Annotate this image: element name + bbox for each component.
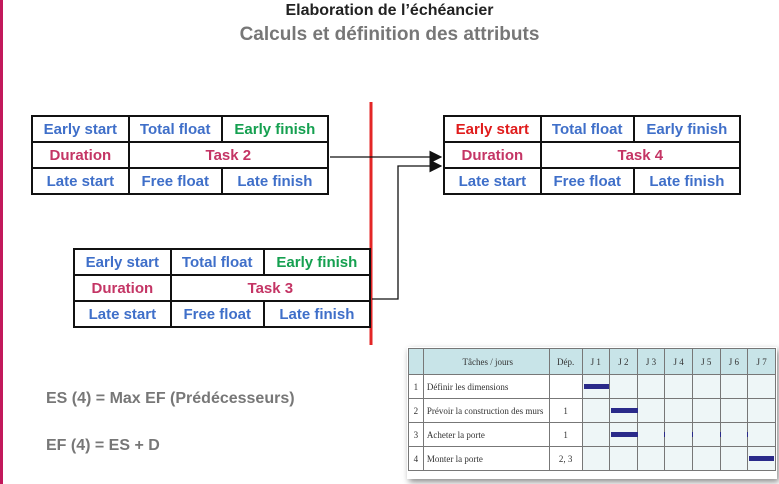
task2-free-float: Free float bbox=[127, 167, 223, 195]
gantt-row-task: Acheter la porte bbox=[422, 422, 550, 447]
gantt-day-cell bbox=[609, 446, 638, 471]
gantt-day-cell bbox=[747, 398, 776, 423]
task2-late-finish: Late finish bbox=[220, 167, 330, 195]
gantt-header-day-2: J 2 bbox=[609, 348, 638, 375]
task4-early-start: Early start bbox=[443, 115, 542, 143]
task2-late-start: Late start bbox=[31, 167, 130, 195]
gantt-header-day-3: J 3 bbox=[636, 348, 666, 375]
gantt-day-cell bbox=[664, 422, 693, 447]
task3-node: Early start Total float Early finish Dur… bbox=[73, 248, 372, 328]
task3-free-float: Free float bbox=[169, 300, 265, 328]
gantt-row-num: 1 bbox=[408, 374, 424, 399]
gantt-header-day-5: J 5 bbox=[692, 348, 721, 375]
gantt-header-day-4: J 4 bbox=[664, 348, 693, 375]
gantt-row-num: 3 bbox=[408, 422, 424, 447]
gantt-day-cell bbox=[692, 398, 721, 423]
gantt-day-cell bbox=[636, 374, 666, 399]
formula-early-finish: EF (4) = ES + D bbox=[46, 437, 160, 454]
gantt-day-cell bbox=[719, 374, 749, 399]
task4-late-start: Late start bbox=[443, 167, 542, 195]
gantt-table: Tâches / jours Dép. J 1 J 2 J 3 J 4 J 5 … bbox=[408, 348, 776, 471]
gantt-header-row: Tâches / jours Dép. J 1 J 2 J 3 J 4 J 5 … bbox=[408, 348, 776, 375]
gantt-day-cell bbox=[636, 422, 666, 447]
task4-free-float: Free float bbox=[539, 167, 635, 195]
gantt-row-dep: 1 bbox=[548, 398, 583, 423]
page-title: Elaboration de l’échéancier bbox=[285, 2, 494, 19]
arrow-task3-to-task4 bbox=[372, 159, 443, 300]
task4-duration: Duration bbox=[443, 141, 542, 169]
gantt-bar bbox=[583, 384, 609, 389]
gantt-day-cell bbox=[747, 374, 776, 399]
gantt-day-cell bbox=[692, 374, 721, 399]
gantt-day-cell bbox=[692, 422, 721, 447]
task4-name: Task 4 bbox=[539, 141, 742, 169]
gantt-day-cell bbox=[692, 446, 721, 471]
task3-duration: Duration bbox=[73, 274, 172, 302]
task3-late-finish: Late finish bbox=[262, 300, 372, 328]
task3-late-start: Late start bbox=[73, 300, 172, 328]
gantt-day-cell bbox=[581, 446, 611, 471]
formula-early-start: ES (4) = Max EF (Prédécesseurs) bbox=[46, 390, 295, 407]
task2-duration: Duration bbox=[31, 141, 130, 169]
gantt-row-num: 4 bbox=[408, 446, 424, 471]
gantt-day-cell bbox=[719, 422, 749, 447]
gantt-row-dep: 2, 3 bbox=[548, 446, 583, 471]
gantt-header-dep: Dép. bbox=[548, 348, 583, 375]
gantt-day-cell bbox=[609, 374, 638, 399]
task2-total-float: Total float bbox=[127, 115, 223, 143]
gantt-day-cell bbox=[719, 398, 749, 423]
gantt-day-cell bbox=[581, 374, 611, 399]
gantt-header-task: Tâches / jours bbox=[422, 348, 550, 375]
task4-early-finish: Early finish bbox=[632, 115, 742, 143]
gantt-day-cell bbox=[664, 374, 693, 399]
gantt-row-task: Prévoir la construction des murs bbox=[422, 398, 550, 423]
left-accent-strip bbox=[0, 0, 3, 484]
gantt-day-cell bbox=[636, 398, 666, 423]
gantt-bar bbox=[749, 456, 775, 461]
page-subtitle: Calculs et définition des attributs bbox=[239, 24, 540, 45]
gantt-day-cell bbox=[664, 398, 693, 423]
gantt-chart: Tâches / jours Dép. J 1 J 2 J 3 J 4 J 5 … bbox=[407, 347, 777, 479]
gantt-header-day-7: J 7 bbox=[747, 348, 776, 375]
gantt-day-cell bbox=[747, 422, 776, 447]
task3-total-float: Total float bbox=[169, 248, 265, 276]
gantt-header-day-6: J 6 bbox=[719, 348, 749, 375]
gantt-day-cell bbox=[747, 446, 776, 471]
task2-early-finish: Early finish bbox=[220, 115, 330, 143]
task3-name: Task 3 bbox=[169, 274, 372, 302]
gantt-day-cell bbox=[664, 446, 693, 471]
task3-early-finish: Early finish bbox=[262, 248, 372, 276]
task3-early-start: Early start bbox=[73, 248, 172, 276]
gantt-day-cell bbox=[719, 446, 749, 471]
gantt-day-cell bbox=[581, 422, 611, 447]
task4-late-finish: Late finish bbox=[632, 167, 742, 195]
gantt-row-task: Monter la porte bbox=[422, 446, 550, 471]
task2-node: Early start Total float Early finish Dur… bbox=[31, 115, 330, 195]
gantt-day-cell bbox=[636, 446, 666, 471]
task2-name: Task 2 bbox=[127, 141, 330, 169]
task4-total-float: Total float bbox=[539, 115, 635, 143]
gantt-header-num bbox=[408, 348, 424, 375]
gantt-row-dep bbox=[548, 374, 583, 399]
gantt-day-cell bbox=[609, 398, 665, 423]
task2-early-start: Early start bbox=[31, 115, 130, 143]
gantt-row-num: 2 bbox=[408, 398, 424, 423]
task4-node: Early start Total float Early finish Dur… bbox=[443, 115, 742, 195]
gantt-row-task: Définir les dimensions bbox=[422, 374, 550, 399]
gantt-header-day-1: J 1 bbox=[581, 348, 611, 375]
gantt-day-cell bbox=[581, 398, 611, 423]
gantt-day-cell bbox=[609, 422, 749, 447]
gantt-row-dep: 1 bbox=[548, 422, 583, 447]
